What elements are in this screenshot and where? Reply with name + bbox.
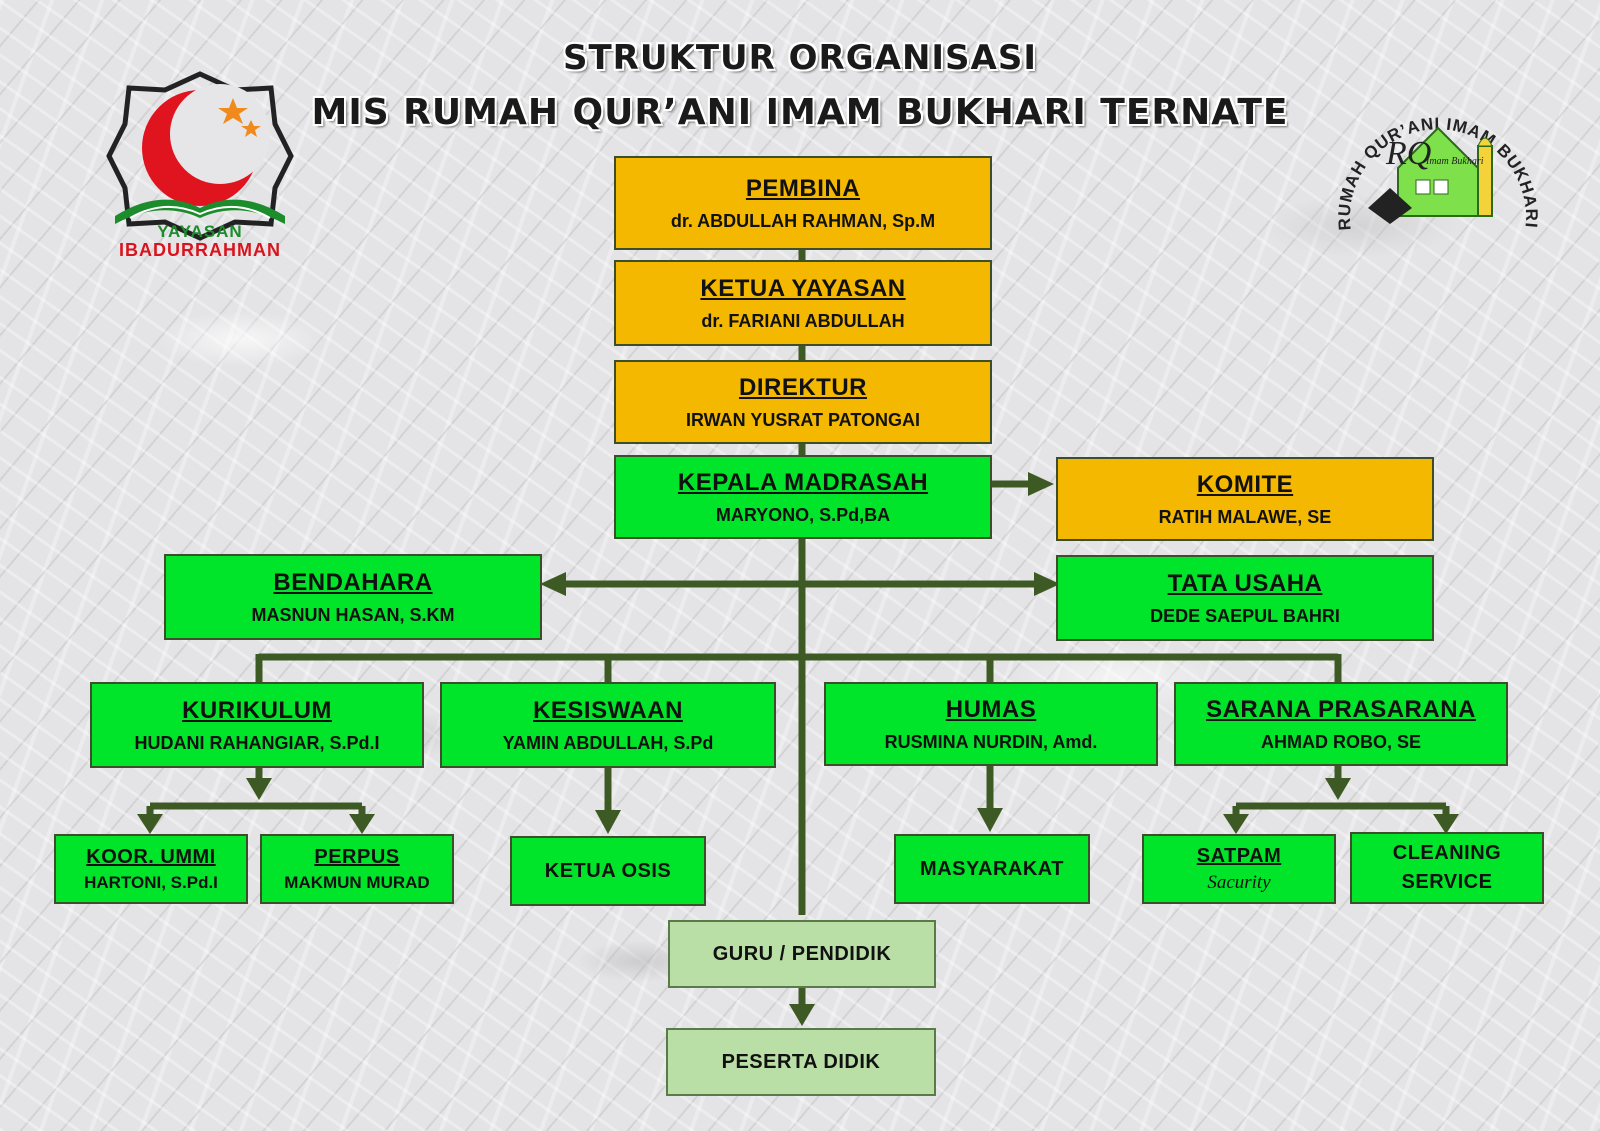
node-pembina: PEMBINA dr. ABDULLAH RAHMAN, Sp.M <box>614 156 992 250</box>
node-humas: HUMAS RUSMINA NURDIN, Amd. <box>824 682 1158 766</box>
node-title: KOMITE <box>1196 470 1294 498</box>
node-direktur: DIREKTUR IRWAN YUSRAT PATONGAI <box>614 360 992 444</box>
node-title: KESISWAAN <box>533 696 683 724</box>
node-kepala-madrasah: KEPALA MADRASAH MARYONO, S.Pd,BA <box>614 455 992 539</box>
node-name: IRWAN YUSRAT PATONGAI <box>685 409 921 430</box>
node-title: DIREKTUR <box>739 373 867 401</box>
arrowhead <box>137 814 163 834</box>
node-komite: KOMITE RATIH MALAWE, SE <box>1056 457 1434 541</box>
node-title: MASYARAKAT <box>920 857 1064 880</box>
node-guru-pendidik: GURU / PENDIDIK <box>668 920 936 988</box>
node-title: PESERTA DIDIK <box>721 1050 881 1073</box>
logo-text-yayasan: YAYASAN <box>157 222 243 241</box>
node-sarana-prasarana: SARANA PRASARANA AHMAD ROBO, SE <box>1174 682 1508 766</box>
node-name: dr. ABDULLAH RAHMAN, Sp.M <box>670 210 936 231</box>
arrowhead <box>1034 572 1060 596</box>
node-title: PERPUS <box>314 845 400 868</box>
node-title: KOOR. UMMI <box>86 845 216 868</box>
arrowhead <box>1223 814 1249 834</box>
rq-house-mosque-icon: RUMAH QUR’ANI IMAM BUKHARI TERNATE RQ Im… <box>1321 43 1540 236</box>
node-tata-usaha: TATA USAHA DEDE SAEPUL BAHRI <box>1056 555 1434 641</box>
node-masyarakat: MASYARAKAT <box>894 834 1090 904</box>
node-name: RUSMINA NURDIN, Amd. <box>884 731 1098 752</box>
node-name: MARYONO, S.Pd,BA <box>715 504 891 525</box>
arrowhead <box>1433 814 1459 834</box>
chart-title-line1: STRUKTUR ORGANISASI <box>563 38 1037 78</box>
arrowhead <box>349 814 375 834</box>
node-koor-ummi: KOOR. UMMI HARTONI, S.Pd.I <box>54 834 248 904</box>
node-title-line2: SERVICE <box>1401 871 1493 893</box>
node-title: KURIKULUM <box>182 696 332 724</box>
node-title: BENDAHARA <box>273 568 433 596</box>
node-name: RATIH MALAWE, SE <box>1158 506 1332 527</box>
node-name: YAMIN ABDULLAH, S.Pd <box>502 732 714 753</box>
node-name: MASNUN HASAN, S.KM <box>251 604 455 625</box>
logo-rq-mark: RQ <box>1385 135 1431 172</box>
chart-title-line2: MIS RUMAH QUR’ANI IMAM BUKHARI TERNATE <box>311 92 1289 133</box>
arrowhead <box>977 808 1003 832</box>
node-name: HARTONI, S.Pd.I <box>84 872 218 892</box>
node-name: HUDANI RAHANGIAR, S.Pd.I <box>134 732 380 753</box>
node-name: dr. FARIANI ABDULLAH <box>701 310 905 331</box>
rumah-qurani-logo: RUMAH QUR’ANI IMAM BUKHARI TERNATE RQ Im… <box>1321 43 1548 258</box>
node-title: PEMBINA <box>745 174 861 202</box>
arrowhead <box>789 1004 815 1026</box>
node-cleaning-service: CLEANING SERVICE <box>1350 832 1544 904</box>
node-ketua-osis: KETUA OSIS <box>510 836 706 906</box>
node-name: MAKMUN MURAD <box>284 872 430 892</box>
node-title-line1: CLEANING <box>1392 842 1502 864</box>
node-name: AHMAD ROBO, SE <box>1260 731 1421 752</box>
node-title: KETUA OSIS <box>544 859 672 882</box>
yayasan-ibadurrahman-logo: YAYASAN IBADURRAHMAN <box>85 68 315 268</box>
node-bendahara: BENDAHARA MASNUN HASAN, S.KM <box>164 554 542 640</box>
node-title: SATPAM <box>1196 844 1282 867</box>
arrowhead <box>1325 778 1351 800</box>
node-name: DEDE SAEPUL BAHRI <box>1150 605 1340 626</box>
arrowhead <box>540 572 566 596</box>
node-title: KEPALA MADRASAH <box>677 468 929 496</box>
node-peserta-didik: PESERTA DIDIK <box>666 1028 936 1096</box>
node-satpam: SATPAM Sacurity <box>1142 834 1336 904</box>
node-kesiswaan: KESISWAAN YAMIN ABDULLAH, S.Pd <box>440 682 776 768</box>
crescent-star-icon <box>106 71 294 241</box>
node-title: GURU / PENDIDIK <box>712 942 892 965</box>
node-kurikulum: KURIKULUM HUDANI RAHANGIAR, S.Pd.I <box>90 682 424 768</box>
node-subtitle: Sacurity <box>1207 871 1271 893</box>
node-perpus: PERPUS MAKMUN MURAD <box>260 834 454 904</box>
logo-rq-sub: Imam Bukhari <box>1425 156 1484 167</box>
node-title: TATA USAHA <box>1167 569 1323 597</box>
node-ketua-yayasan: KETUA YAYASAN dr. FARIANI ABDULLAH <box>614 260 992 346</box>
arrowhead <box>595 810 621 834</box>
arrowhead <box>246 778 272 800</box>
arrowhead <box>1028 472 1054 496</box>
logo-text-ibadurrahman: IBADURRAHMAN <box>119 240 281 260</box>
node-title: HUMAS <box>945 695 1037 723</box>
node-title: KETUA YAYASAN <box>700 274 906 302</box>
node-title: SARANA PRASARANA <box>1206 695 1476 723</box>
